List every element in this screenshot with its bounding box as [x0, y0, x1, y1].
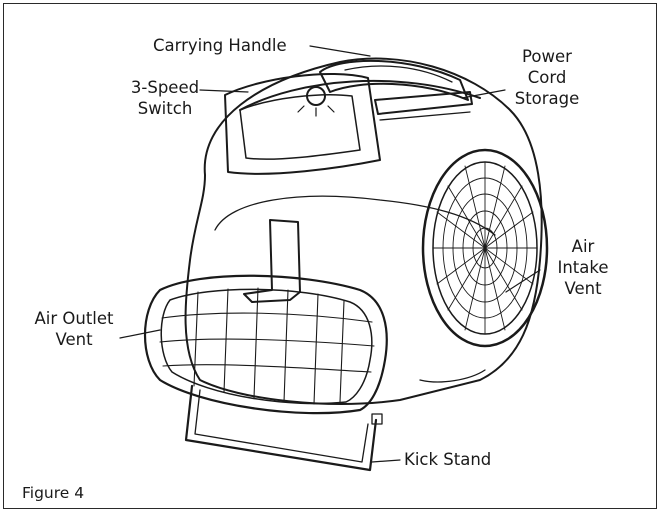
label-kick-stand: Kick Stand [404, 450, 492, 469]
label-air-intake-vent-line-2: Intake [557, 258, 609, 277]
speed-knob [306, 86, 326, 106]
label-air-intake-vent: Air Intake Vent [548, 236, 618, 299]
body-housing [184, 57, 543, 405]
leader-lines [119, 45, 541, 463]
carrying-handle [319, 59, 469, 101]
label-carrying-handle: Carrying Handle [153, 36, 287, 55]
intake-grille [432, 161, 538, 335]
label-power-cord-storage-line-3: Storage [514, 89, 580, 108]
air-outlet-housing [144, 274, 388, 415]
label-power-cord-storage-line-1: Power [522, 47, 572, 66]
air-intake-ring [421, 148, 549, 348]
power-cord-storage [374, 91, 473, 115]
stand-post [243, 219, 301, 303]
label-speed-switch: 3-Speed Switch [125, 77, 205, 119]
label-air-outlet-vent-line-2: Vent [55, 330, 93, 349]
switch-panel [224, 73, 381, 175]
label-air-outlet-vent-line-1: Air Outlet [34, 309, 114, 328]
label-speed-switch-line-2: Switch [137, 99, 193, 118]
label-air-outlet-vent: Air Outlet Vent [20, 308, 128, 350]
label-air-intake-vent-line-3: Vent [564, 279, 602, 298]
kick-stand [184, 384, 378, 472]
label-speed-switch-line-1: 3-Speed [130, 78, 200, 97]
outlet-grille [159, 287, 375, 405]
label-power-cord-storage-line-2: Cord [527, 68, 567, 87]
label-power-cord-storage: Power Cord Storage [512, 46, 582, 109]
figure-caption: Figure 4 [22, 484, 85, 502]
label-air-intake-vent-line-1: Air [571, 237, 595, 256]
